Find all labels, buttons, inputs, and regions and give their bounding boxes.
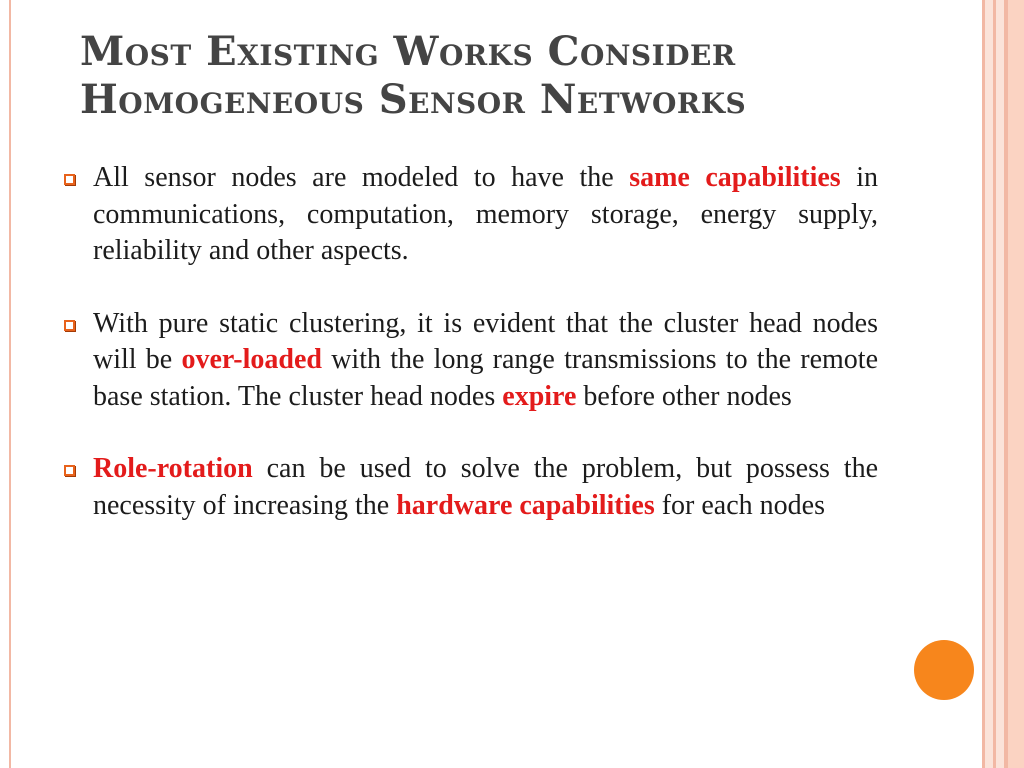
stripe (1004, 0, 1008, 768)
slide-title: Most Existing Works Consider Homogeneous… (80, 28, 900, 124)
bullet-item-2: With pure static clustering, it is evide… (62, 306, 878, 416)
bullet-text: for each nodes (654, 489, 825, 521)
highlight-text: hardware capabilities (396, 489, 655, 521)
bullet-list: All sensor nodes are modeled to have the… (62, 160, 878, 524)
bullet-text: before other nodes (576, 380, 792, 412)
bullet-text: All sensor nodes are modeled to have the (93, 162, 630, 193)
highlight-text: Role-rotation (93, 453, 253, 484)
highlight-text: expire (502, 380, 577, 412)
orange-circle-decoration (914, 640, 974, 700)
slide-title-line-2: Homogeneous Sensor Networks (80, 76, 747, 123)
bullet-text: in communications, computation, memory s… (93, 162, 878, 266)
square-bullet-icon (64, 174, 75, 185)
stripe (1008, 0, 1024, 768)
stripe (985, 0, 993, 768)
stripe (996, 0, 1004, 768)
bullet-item-1: All sensor nodes are modeled to have the… (62, 160, 878, 270)
bullet-text: can be used to solve the problem, but po… (93, 453, 878, 521)
stripe (982, 0, 985, 768)
bullet-text: With pure static clustering, it is evide… (93, 307, 878, 376)
bullet-item-3: Role-rotation can be used to solve the p… (62, 451, 878, 524)
slide-title-line-1: Most Existing Works Consider (80, 28, 736, 75)
highlight-text: over-loaded (181, 344, 322, 375)
bullet-text: with the long range transmissions to the… (93, 344, 878, 412)
highlight-text: same capabilities (629, 162, 841, 193)
square-bullet-icon (64, 465, 75, 476)
left-border-line (9, 0, 11, 768)
right-decorative-stripes (982, 0, 1024, 768)
square-bullet-icon (64, 319, 75, 331)
stripe (993, 0, 996, 768)
